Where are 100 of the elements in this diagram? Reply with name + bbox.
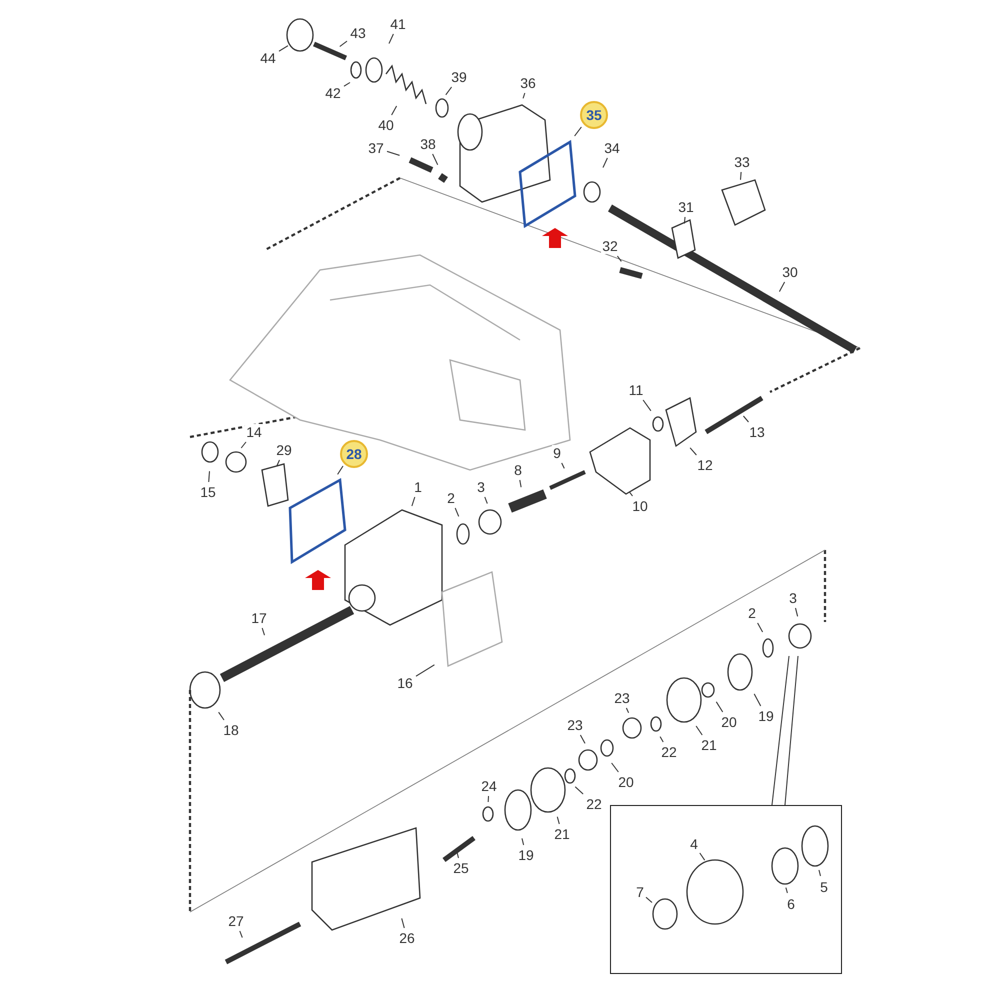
callout-number: 22 (585, 796, 603, 812)
leader-line (391, 106, 398, 116)
callout-number: 1 (413, 479, 423, 495)
leader-line (278, 45, 288, 52)
leader-line (262, 628, 265, 636)
leader-line (716, 701, 724, 712)
leader-line (416, 664, 435, 677)
callout-number: 38 (419, 136, 437, 152)
leader-line (276, 460, 280, 466)
leader-line (337, 466, 344, 475)
leader-line (646, 896, 652, 903)
callout-number: 20 (617, 774, 635, 790)
highlighted-callout-number: 35 (580, 101, 608, 129)
callout-number: 16 (396, 675, 414, 691)
callout-number: 34 (603, 140, 621, 156)
callout-number: 21 (553, 826, 571, 842)
callout-number: 37 (367, 140, 385, 156)
leader-line (556, 816, 560, 824)
leader-line (411, 496, 416, 506)
leader-line (696, 726, 703, 736)
leader-line (456, 852, 459, 858)
callout-number: 26 (398, 930, 416, 946)
leader-line (699, 852, 706, 861)
leader-line (522, 838, 524, 846)
callout-number: 14 (245, 424, 263, 440)
leader-line (626, 708, 630, 714)
leader-line (660, 736, 664, 742)
leader-line (642, 400, 652, 412)
leader-line (454, 508, 460, 517)
callout-number: 19 (757, 708, 775, 724)
detail-inset-frame (610, 805, 842, 974)
leader-line (488, 796, 489, 802)
callout-number: 23 (566, 717, 584, 733)
callout-number: 12 (696, 457, 714, 473)
leader-line (484, 496, 488, 504)
leader-line (740, 172, 742, 180)
leader-line (611, 762, 619, 772)
leader-line (772, 656, 798, 806)
leader-line (818, 870, 821, 876)
callout-number: 40 (377, 117, 395, 133)
callout-number: 33 (733, 154, 751, 170)
callout-number: 9 (552, 445, 562, 461)
callout-number: 2 (747, 605, 757, 621)
callout-number: 43 (349, 25, 367, 41)
leader-line (388, 34, 394, 44)
callout-number: 3 (476, 479, 486, 495)
callout-number: 20 (720, 714, 738, 730)
leader-line (785, 887, 788, 894)
callout-number: 15 (199, 484, 217, 500)
callout-number: 42 (324, 85, 342, 101)
callout-number: 36 (519, 75, 537, 91)
leader-line (445, 86, 452, 96)
callout-number: 31 (677, 199, 695, 215)
callout-number: 5 (819, 879, 829, 895)
callout-number: 24 (480, 778, 498, 794)
callout-number: 3 (788, 590, 798, 606)
callout-number: 4 (689, 836, 699, 852)
callout-number: 2 (446, 490, 456, 506)
callout-number: 18 (222, 722, 240, 738)
leader-line (339, 40, 348, 47)
callout-number: 10 (631, 498, 649, 514)
leader-line (629, 492, 633, 496)
leader-line (522, 92, 526, 99)
leader-line (344, 82, 350, 87)
callout-number: 13 (748, 424, 766, 440)
leader-line (208, 470, 210, 482)
leader-line (239, 930, 243, 938)
callout-number: 39 (450, 69, 468, 85)
leader-line (218, 712, 224, 720)
callout-number: 6 (786, 896, 796, 912)
leader-line (386, 150, 400, 156)
leader-line (401, 918, 405, 928)
leader-line (240, 442, 246, 448)
callout-number: 8 (513, 462, 523, 478)
leader-line (580, 734, 586, 744)
leader-line (602, 158, 608, 168)
leader-line (432, 154, 438, 166)
leader-line (519, 480, 522, 488)
leader-line (757, 622, 764, 632)
callout-number: 44 (259, 50, 277, 66)
callout-number: 7 (635, 884, 645, 900)
callout-number: 27 (227, 913, 245, 929)
highlighted-callout-number: 28 (340, 440, 368, 468)
leader-line (574, 126, 582, 136)
leader-line (574, 786, 584, 794)
callout-number: 11 (627, 382, 645, 398)
leader-line (684, 216, 686, 224)
leader-line (690, 447, 697, 456)
callout-number: 19 (517, 847, 535, 863)
leader-line (742, 416, 749, 422)
callout-number: 30 (781, 264, 799, 280)
callout-number: 23 (613, 690, 631, 706)
leader-line (616, 256, 622, 262)
callout-number: 21 (700, 737, 718, 753)
callout-number: 22 (660, 744, 678, 760)
callout-number: 17 (250, 610, 268, 626)
callout-number: 32 (601, 238, 619, 254)
callout-number: 25 (452, 860, 470, 876)
leader-line (561, 462, 565, 469)
leader-line (754, 693, 762, 706)
